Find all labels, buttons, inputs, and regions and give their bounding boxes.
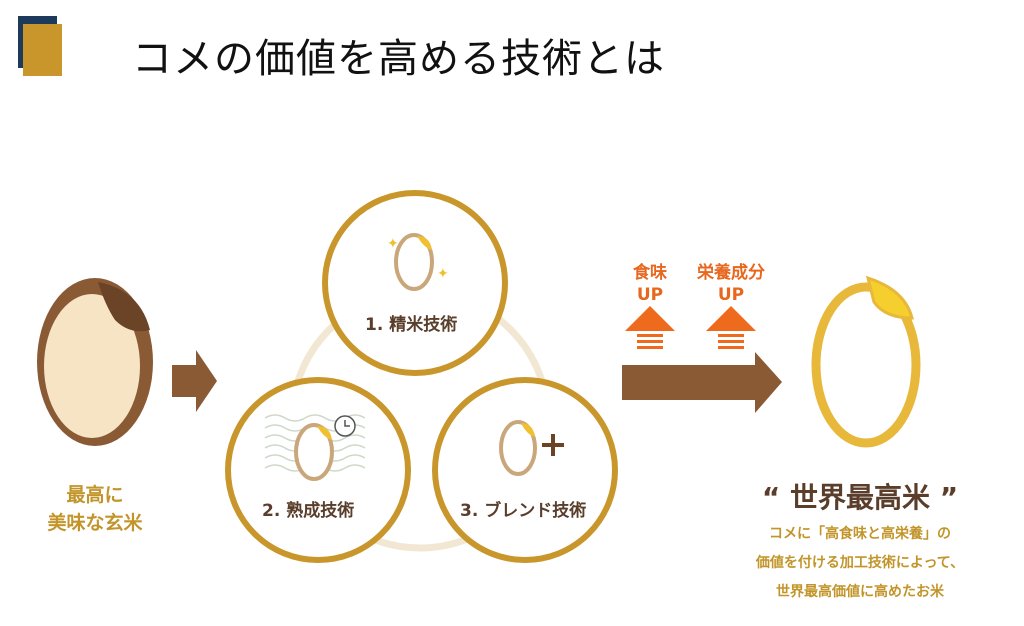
technique-circle-3 [432, 377, 618, 563]
technique-label-2: 2. 熟成技術 [262, 501, 355, 521]
logo-square-gold [23, 24, 62, 76]
result-desc-line1: コメに「高食味と高栄養」の [769, 526, 951, 542]
plus-icon [542, 434, 564, 456]
result-description: コメに「高食味と高栄養」の 価値を付ける加工技術によって、 世界最高価値に高めた… [730, 520, 990, 607]
brown-rice-label: 最高に 美味な玄米 [40, 481, 150, 537]
up-arrow-icon [625, 306, 675, 349]
svg-text:✦: ✦ [387, 236, 399, 252]
technique-label-1: 1. 精米技術 [365, 315, 458, 335]
result-desc-line2: 価値を付ける加工技術によって、 [755, 555, 965, 571]
polished-rice-icon [811, 275, 921, 448]
brown-rice-icon [37, 278, 153, 446]
benefit-taste-up: UP [636, 285, 664, 305]
benefit-nutrition-up: UP [717, 285, 745, 305]
benefit-taste: 食味 UP [610, 262, 690, 306]
svg-text:✦: ✦ [437, 266, 449, 282]
brown-rice-label-line1: 最高に [66, 484, 124, 506]
big-arrow-right-icon [622, 352, 782, 413]
arrow-right-icon [172, 350, 217, 412]
up-arrow-icon [706, 306, 756, 349]
benefit-nutrition-label: 栄養成分 [697, 263, 765, 283]
benefit-nutrition: 栄養成分 UP [681, 262, 781, 306]
technique-label-3: 3. ブレンド技術 [460, 501, 587, 521]
brown-rice-label-line2: 美味な玄米 [47, 512, 143, 534]
result-desc-line3: 世界最高価値に高めたお米 [776, 584, 944, 600]
technique-circle-1: ✦ ✦ [322, 190, 508, 376]
result-title: “ 世界最高米 ” [761, 481, 959, 514]
benefit-taste-label: 食味 [633, 263, 667, 283]
technique-circle-2 [225, 377, 411, 563]
page-title: コメの価値を高める技術とは [132, 36, 665, 82]
